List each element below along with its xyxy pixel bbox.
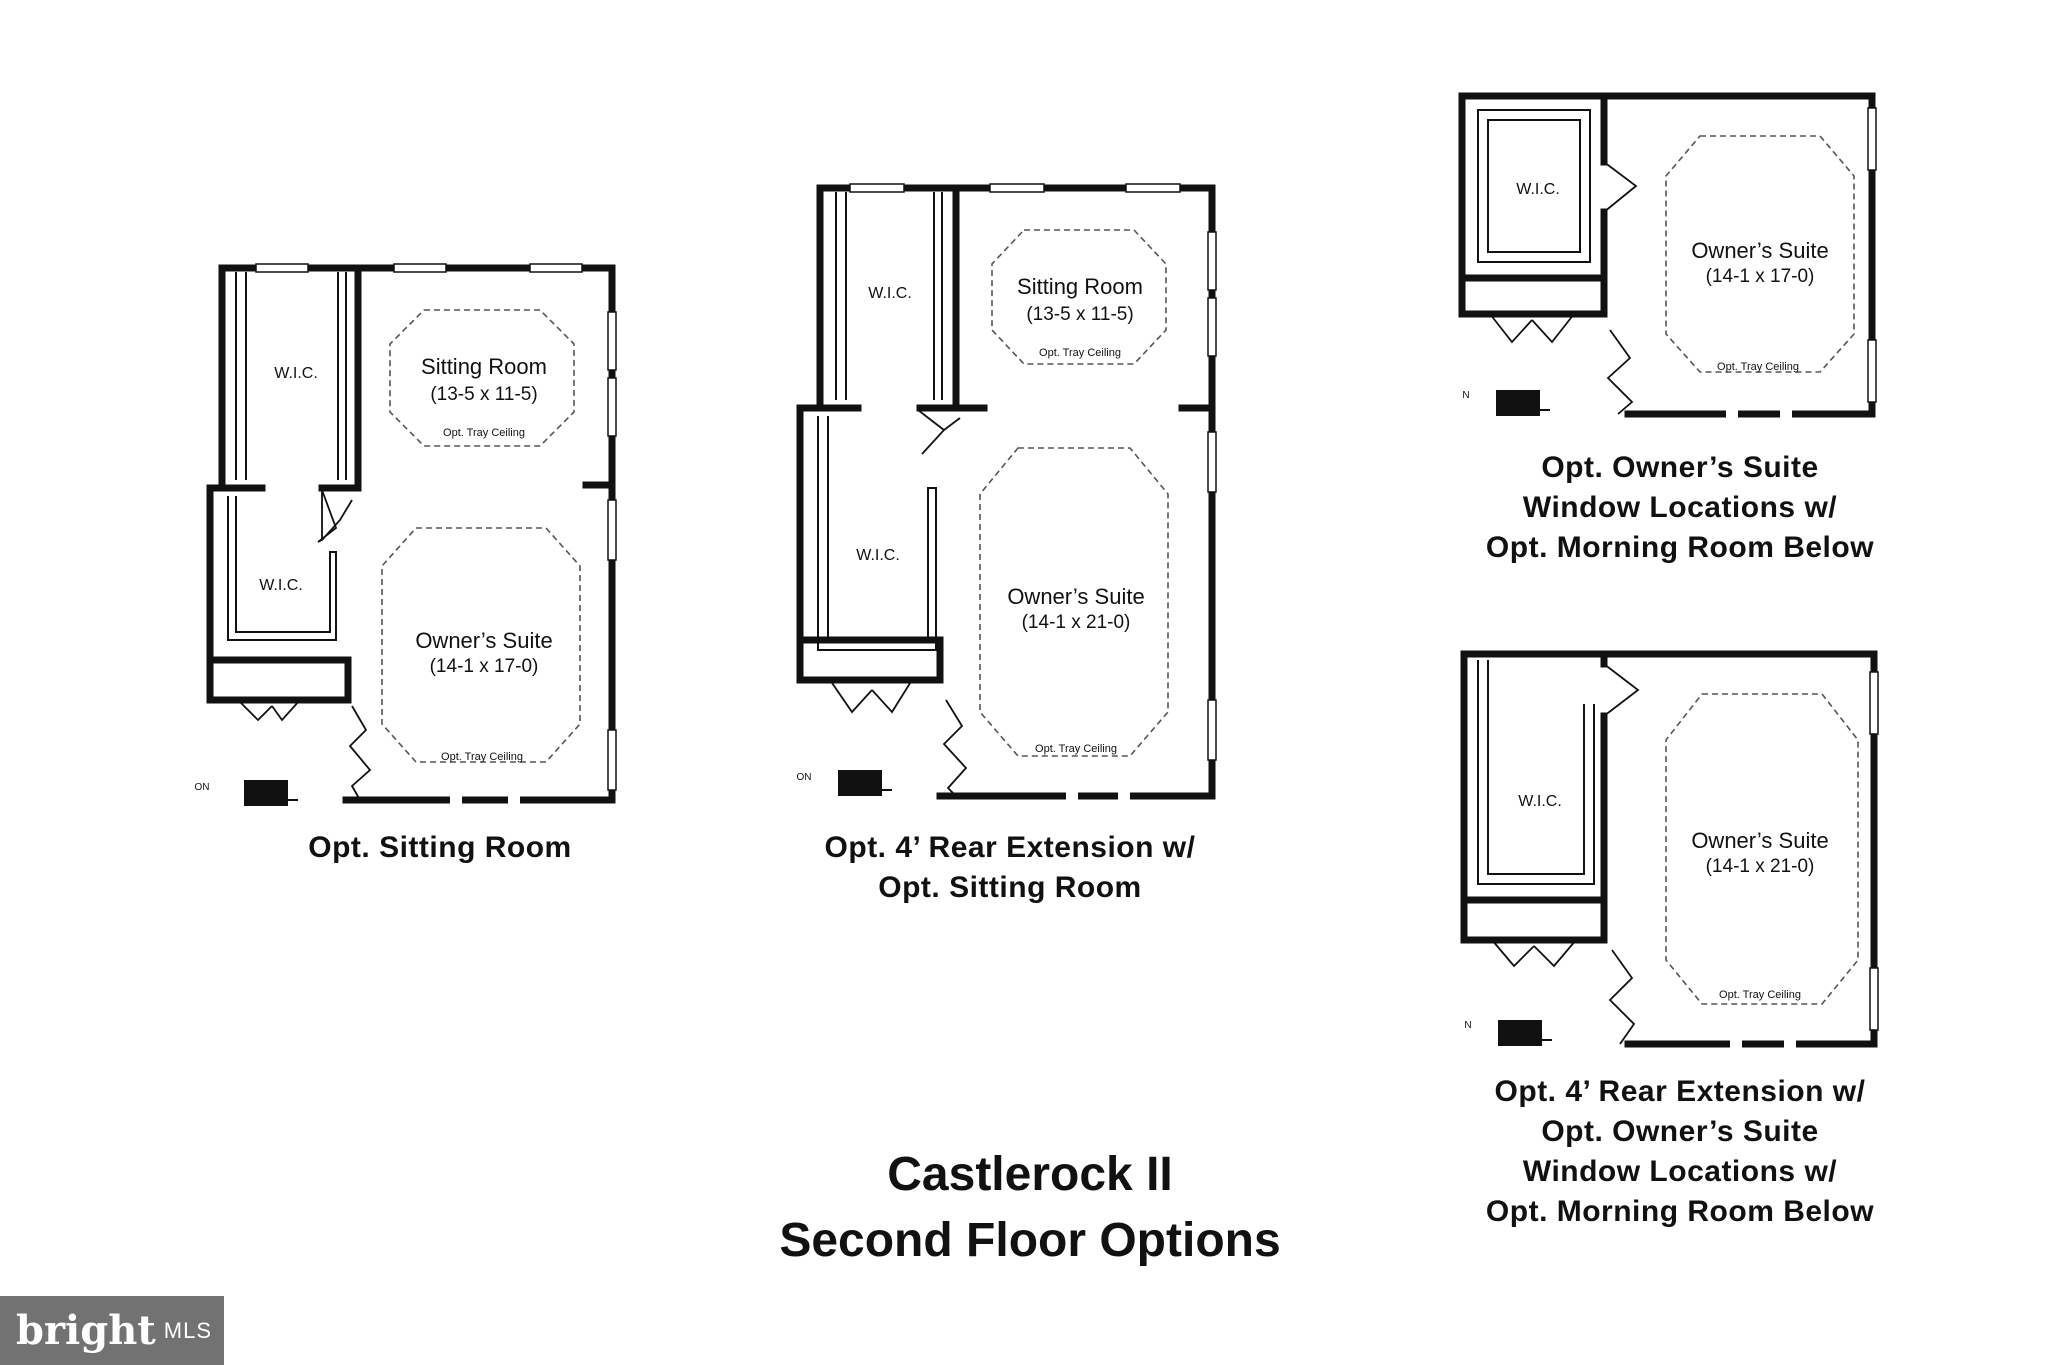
plan1-suite-name: Owner’s Suite [415,628,552,653]
plan3-wic-label: W.I.C. [1516,181,1560,198]
plan4-caption-line-2: Opt. Owner’s Suite [1541,1115,1819,1148]
plan4-wic-label: W.I.C. [1518,793,1562,810]
plan2-caption: Opt. 4’ Rear Extension w/ Opt. Sitting R… [770,828,1250,908]
plan4-caption-line-4: Opt. Morning Room Below [1485,1195,1875,1228]
plan1-sitting-name: Sitting Room [421,354,547,379]
title-line-1: Castlerock II [887,1148,1173,1201]
plan1-suite-tray: Opt. Tray Ceiling [441,751,523,763]
title-line-2: Second Floor Options [779,1214,1281,1267]
plan-rear-extension-window-locations [1460,650,1879,1048]
plan4-caption: Opt. 4’ Rear Extension w/ Opt. Owner’s S… [1440,1072,1920,1232]
plan3-caption: Opt. Owner’s Suite Window Locations w/ O… [1440,448,1920,568]
plan1-caption: Opt. Sitting Room [220,828,660,868]
plan1-sitting-tray: Opt. Tray Ceiling [443,427,525,439]
plan2-wic-upper-label: W.I.C. [868,285,912,302]
plan2-caption-line-2: Opt. Sitting Room [878,871,1142,904]
plan2-suite-tray: Opt. Tray Ceiling [1035,743,1117,755]
plan2-wic-lower-label: W.I.C. [856,547,900,564]
watermark-brand: bright [16,1307,156,1354]
plan3-suite-name: Owner’s Suite [1691,238,1828,263]
plan4-suite-name: Owner’s Suite [1691,828,1828,853]
plan3-caption-line-3: Opt. Morning Room Below [1485,531,1875,564]
bright-mls-watermark: bright MLS [0,1296,224,1365]
plan1-sitting-dim: (13-5 x 11-5) [430,384,537,405]
watermark-suffix: MLS [163,1317,213,1343]
plan2-edge-mark: ON [797,772,812,783]
plan2-suite-name: Owner’s Suite [1007,584,1144,609]
plan1-caption-line: Opt. Sitting Room [308,831,572,864]
plan4-suite-dim: (14-1 x 21-0) [1706,856,1815,877]
plan3-caption-line-2: Window Locations w/ [1522,491,1838,524]
plan3-suite-tray: Opt. Tray Ceiling [1717,361,1799,373]
plan4-caption-line-1: Opt. 4’ Rear Extension w/ [1494,1075,1866,1108]
page-title: Castlerock II Second Floor Options [700,1142,1360,1274]
plan2-sitting-dim: (13-5 x 11-5) [1026,304,1133,325]
plan2-sitting-tray: Opt. Tray Ceiling [1039,347,1121,359]
plan3-edge-mark: N [1462,390,1469,401]
plan1-wic-lower-label: W.I.C. [259,577,303,594]
plan3-suite-dim: (14-1 x 17-0) [1706,266,1815,287]
plan-window-locations [1458,92,1877,418]
plan2-suite-dim: (14-1 x 21-0) [1022,612,1131,633]
plan1-wic-upper-label: W.I.C. [274,365,318,382]
plan3-caption-line-1: Opt. Owner’s Suite [1541,451,1819,484]
plan1-suite-dim: (14-1 x 17-0) [430,656,539,677]
plan1-edge-mark: ON [195,782,210,793]
plan-sitting-room [206,263,617,806]
plan2-sitting-name: Sitting Room [1017,274,1143,299]
plan4-suite-tray: Opt. Tray Ceiling [1719,989,1801,1001]
plan-rear-extension-sitting [796,183,1217,800]
plan2-caption-line-1: Opt. 4’ Rear Extension w/ [824,831,1196,864]
plan4-edge-mark: N [1464,1020,1471,1031]
plan4-caption-line-3: Window Locations w/ [1522,1155,1838,1188]
